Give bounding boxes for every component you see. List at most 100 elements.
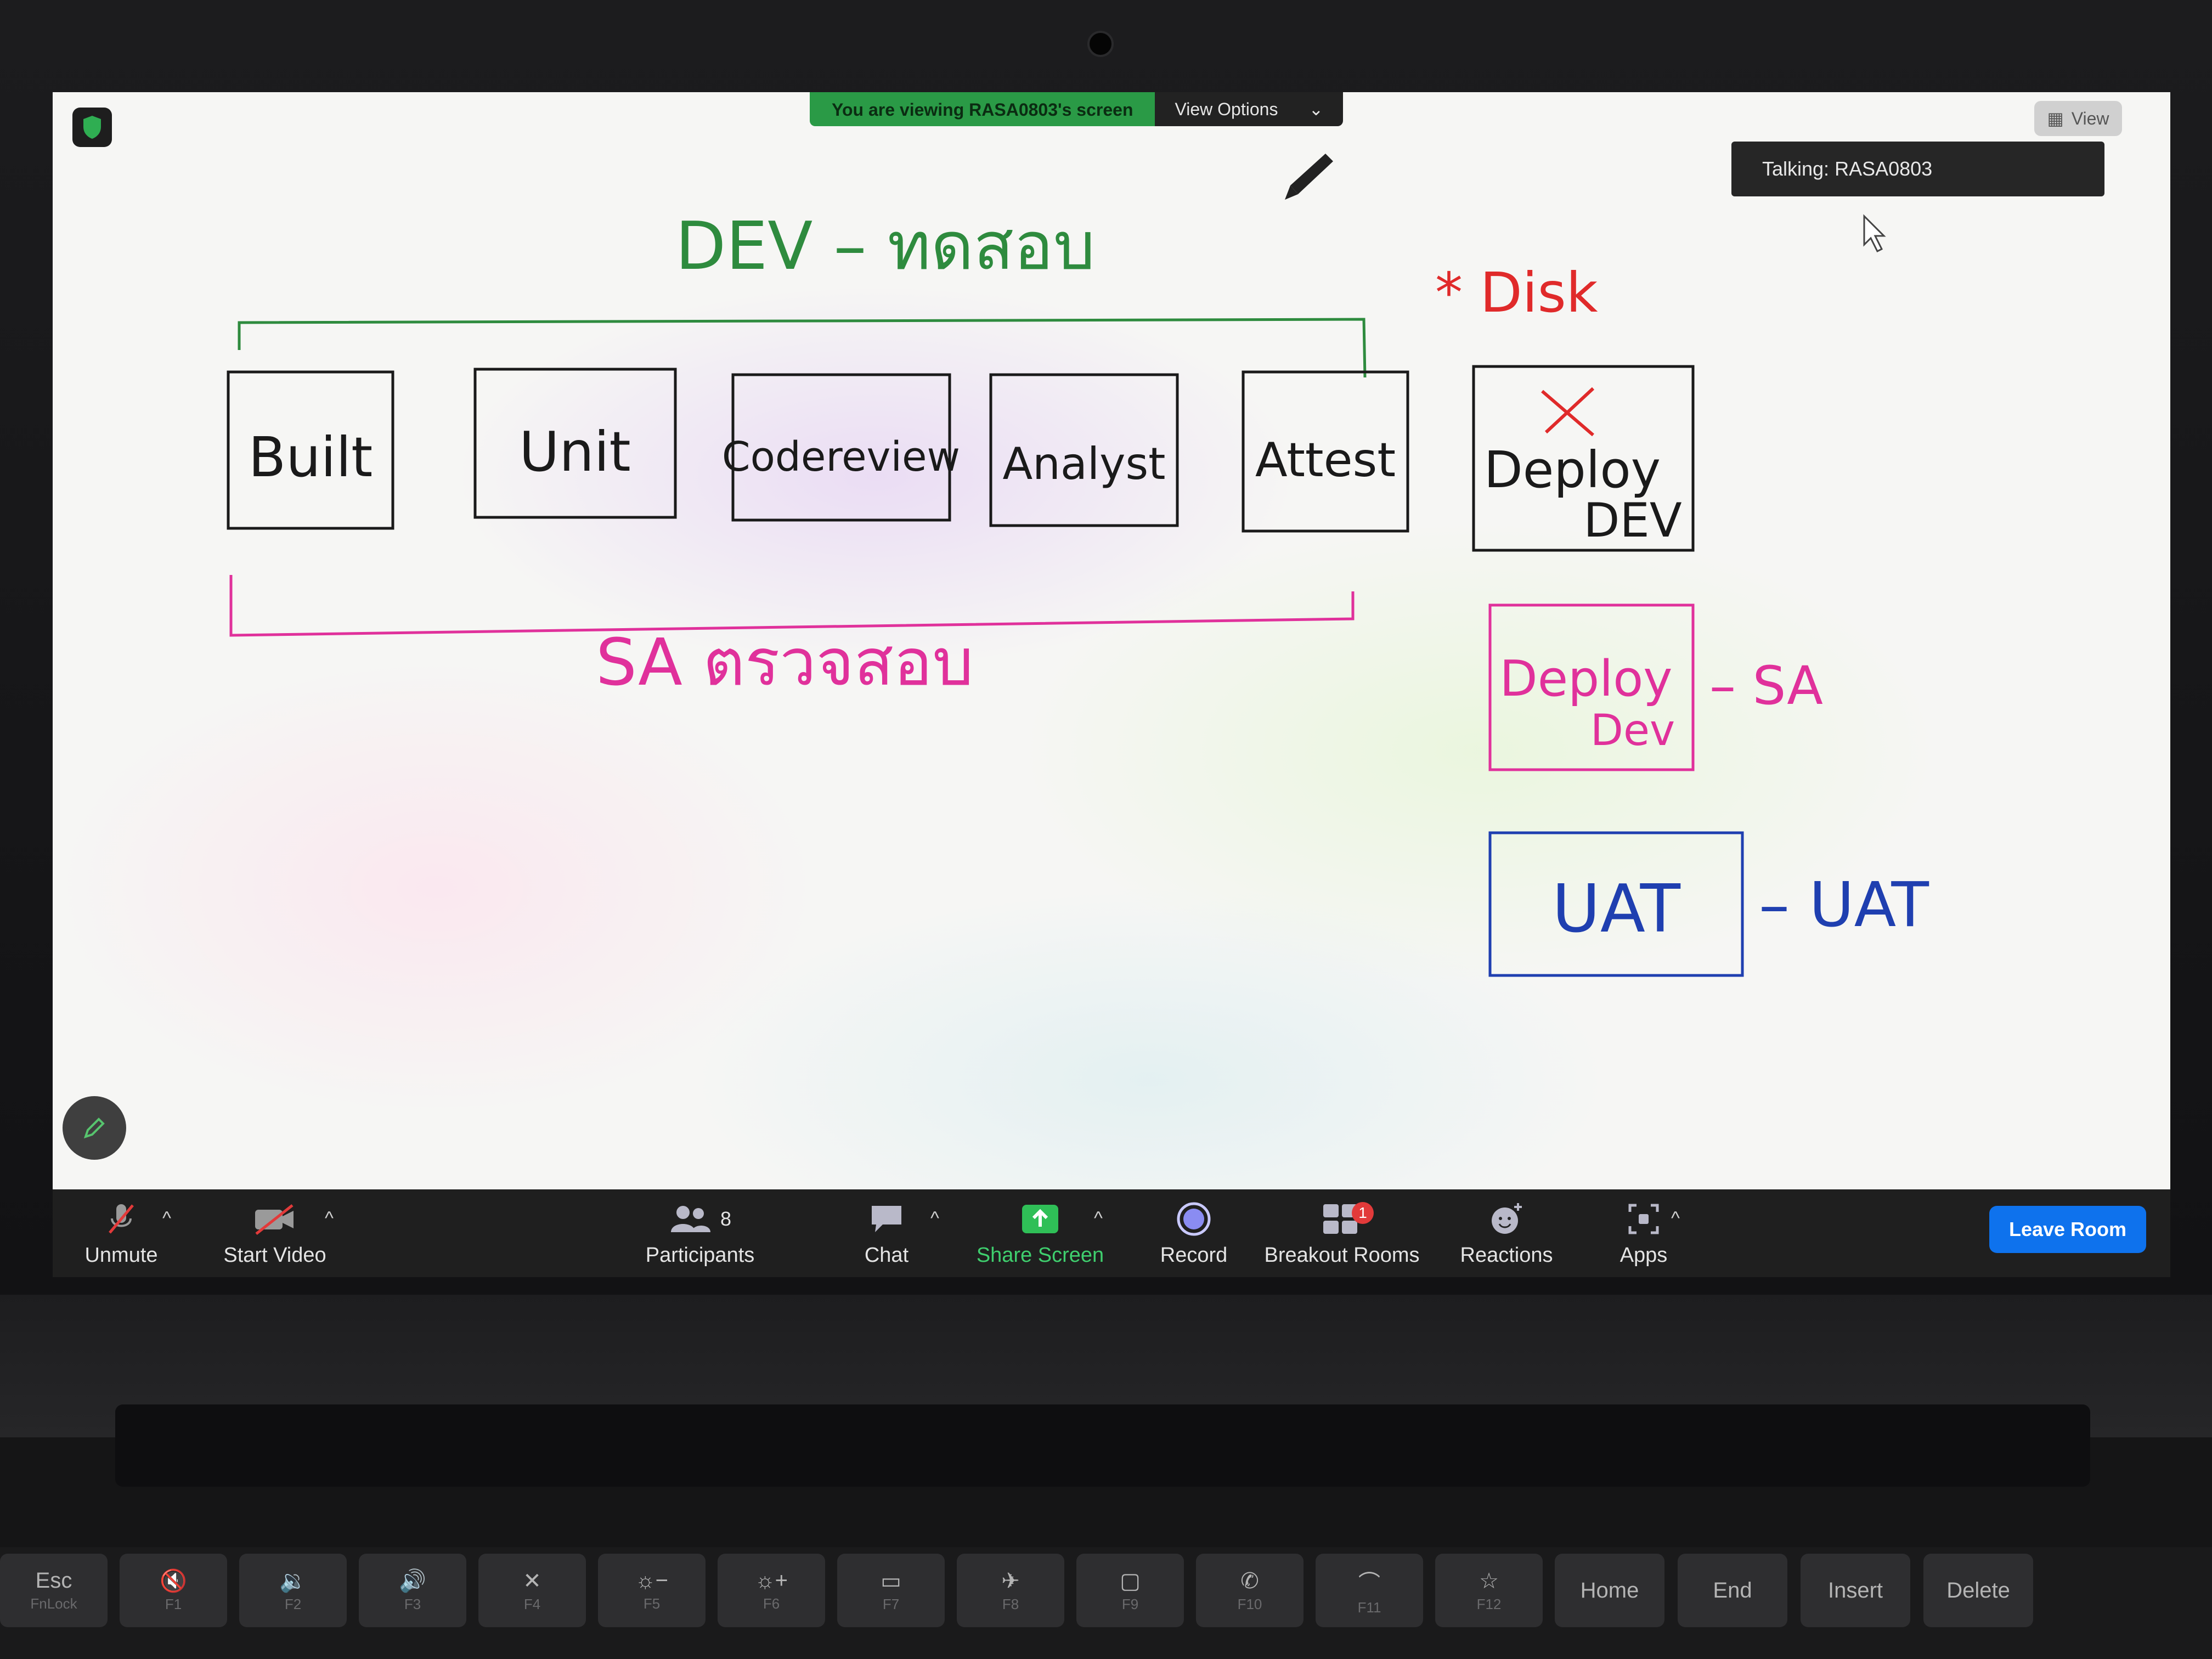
start-video-button[interactable]: Start Video: [212, 1189, 338, 1277]
participants-icon: [670, 1205, 710, 1232]
key-delete[interactable]: Delete: [1923, 1554, 2033, 1627]
key-f5[interactable]: ☼−F5: [598, 1554, 706, 1627]
chat-bubble-icon: [872, 1205, 901, 1232]
breakout-rooms-button[interactable]: 1 Breakout Rooms: [1260, 1189, 1424, 1277]
apps-options-caret-icon[interactable]: ^: [1671, 1208, 1680, 1229]
key-f7[interactable]: ▭ F7: [837, 1554, 945, 1627]
key-label: Esc: [35, 1568, 72, 1593]
key-f11[interactable]: ⌒ F11: [1316, 1554, 1423, 1627]
key-sublabel: F3: [404, 1596, 421, 1612]
apps-icon: [1628, 1204, 1659, 1234]
share-screen-button[interactable]: Share Screen: [974, 1189, 1106, 1277]
key-sublabel: F4: [523, 1595, 541, 1612]
key-sublabel: F6: [763, 1595, 780, 1612]
record-button[interactable]: Record: [1144, 1189, 1243, 1277]
key-f3[interactable]: 🔊F3: [359, 1554, 466, 1627]
key-label: ☆: [1479, 1568, 1499, 1593]
key-label: Insert: [1827, 1578, 1883, 1602]
chat-label: Chat: [864, 1243, 909, 1267]
box-codereview-frame: [731, 373, 951, 522]
disk-note: * Disk: [1435, 261, 1598, 325]
key-sublabel: F7: [882, 1595, 900, 1612]
reactions-button[interactable]: Reactions: [1446, 1189, 1567, 1277]
leave-room-button[interactable]: Leave Room: [1989, 1206, 2146, 1253]
key-sublabel: F9: [1121, 1595, 1139, 1612]
sa-check-note: SA ตรวจสอบ: [596, 624, 974, 700]
box-deploy-sa-frame: [1488, 603, 1695, 771]
video-options-caret-icon[interactable]: ^: [325, 1208, 334, 1229]
breakout-badge: 1: [1352, 1201, 1374, 1224]
meeting-toolbar: Unmute ^ Start Video ^ 8 Participants Ch…: [53, 1189, 2170, 1277]
key-label: Home: [1580, 1578, 1639, 1602]
key-label: Delete: [1946, 1578, 2010, 1602]
box-attest-frame: [1242, 370, 1409, 533]
participants-label: Participants: [645, 1243, 755, 1267]
key-label: ⌒: [1358, 1571, 1380, 1595]
view-options-menu[interactable]: View Options ⌄: [1155, 92, 1344, 126]
red-cross-mark: [1541, 387, 1595, 437]
share-screen-label: Share Screen: [976, 1243, 1104, 1267]
talking-indicator: Talking: RASA0803: [1731, 142, 2104, 196]
key-f8[interactable]: ✈F8: [957, 1554, 1064, 1627]
view-options-label: View Options: [1175, 99, 1278, 119]
key-label: End: [1713, 1578, 1752, 1602]
smiley-reaction-icon: [1492, 1203, 1522, 1234]
key-end[interactable]: End: [1678, 1554, 1787, 1627]
record-icon: [1177, 1202, 1211, 1235]
participants-button[interactable]: 8 Participants: [634, 1189, 766, 1277]
webcam: [1087, 31, 1114, 57]
share-screen-arrow-icon: [1022, 1204, 1058, 1233]
key-f9[interactable]: ▢ F9: [1076, 1554, 1184, 1627]
key-f4[interactable]: ✕ F4: [478, 1554, 586, 1627]
key-label: 🔉: [279, 1569, 307, 1593]
unmute-button[interactable]: Unmute: [75, 1189, 168, 1277]
apps-button[interactable]: Apps: [1605, 1189, 1682, 1277]
whiteboard-canvas: DEV – ทดสอบ * Disk SA ตรวจสอบ – SA – UAT…: [227, 154, 1929, 977]
grid-view-icon: ▦: [2047, 109, 2064, 128]
chat-options-caret-icon[interactable]: ^: [930, 1208, 939, 1229]
key-label: ✆: [1240, 1568, 1259, 1593]
shared-screen: DEV – ทดสอบ * Disk SA ตรวจสอบ – SA – UAT…: [53, 92, 2170, 1189]
key-f12[interactable]: ☆ F12: [1435, 1554, 1543, 1627]
annotate-pen-button[interactable]: [63, 1096, 126, 1160]
key-sublabel: F1: [165, 1596, 182, 1612]
key-label: ✕: [523, 1568, 541, 1593]
view-button-label: View: [2071, 108, 2109, 128]
box-deploy-dev-frame: [1472, 365, 1695, 552]
key-sublabel: F2: [284, 1596, 302, 1612]
chat-button[interactable]: Chat: [854, 1189, 919, 1277]
box-codereview-label: Codereview: [722, 433, 960, 481]
key-sublabel: FnLock: [30, 1595, 77, 1612]
screen-share-banner: You are viewing RASA0803's screen View O…: [810, 92, 1344, 126]
key-label: ▭: [881, 1568, 901, 1593]
key-label: 🔇: [160, 1569, 187, 1593]
key-sublabel: F12: [1476, 1595, 1502, 1612]
pencil-icon: [83, 1118, 105, 1139]
pencil-cursor-icon: [1285, 154, 1333, 200]
audio-options-caret-icon[interactable]: ^: [162, 1208, 171, 1229]
view-button[interactable]: ▦ View: [2034, 101, 2122, 136]
apps-label: Apps: [1620, 1243, 1668, 1267]
key-f6[interactable]: ☼+ F6: [718, 1554, 825, 1627]
security-shield-icon[interactable]: [72, 108, 112, 147]
unmute-label: Unmute: [84, 1243, 158, 1267]
viewing-screen-text: You are viewing RASA0803's screen: [810, 92, 1155, 126]
key-f10[interactable]: ✆F10: [1196, 1554, 1304, 1627]
box-unit-frame: [473, 368, 677, 519]
box-built-label: Built: [249, 425, 373, 489]
key-f2[interactable]: 🔉 F2: [239, 1554, 347, 1627]
key-home[interactable]: Home: [1555, 1554, 1664, 1627]
record-label: Record: [1160, 1243, 1228, 1267]
key-sublabel: F11: [1357, 1599, 1381, 1616]
box-uat-frame: [1488, 831, 1744, 977]
share-options-caret-icon[interactable]: ^: [1094, 1208, 1103, 1229]
key-label: ▢: [1120, 1568, 1141, 1593]
box-attest-label: Attest: [1255, 433, 1396, 488]
key-label: ☼+: [754, 1568, 788, 1593]
start-video-label: Start Video: [223, 1243, 326, 1267]
box-deploy-sa-label: Deploy: [1499, 650, 1672, 708]
key-insert[interactable]: Insert: [1801, 1554, 1910, 1627]
key-f1[interactable]: 🔇 F1: [120, 1554, 227, 1627]
box-built-frame: [227, 370, 394, 530]
